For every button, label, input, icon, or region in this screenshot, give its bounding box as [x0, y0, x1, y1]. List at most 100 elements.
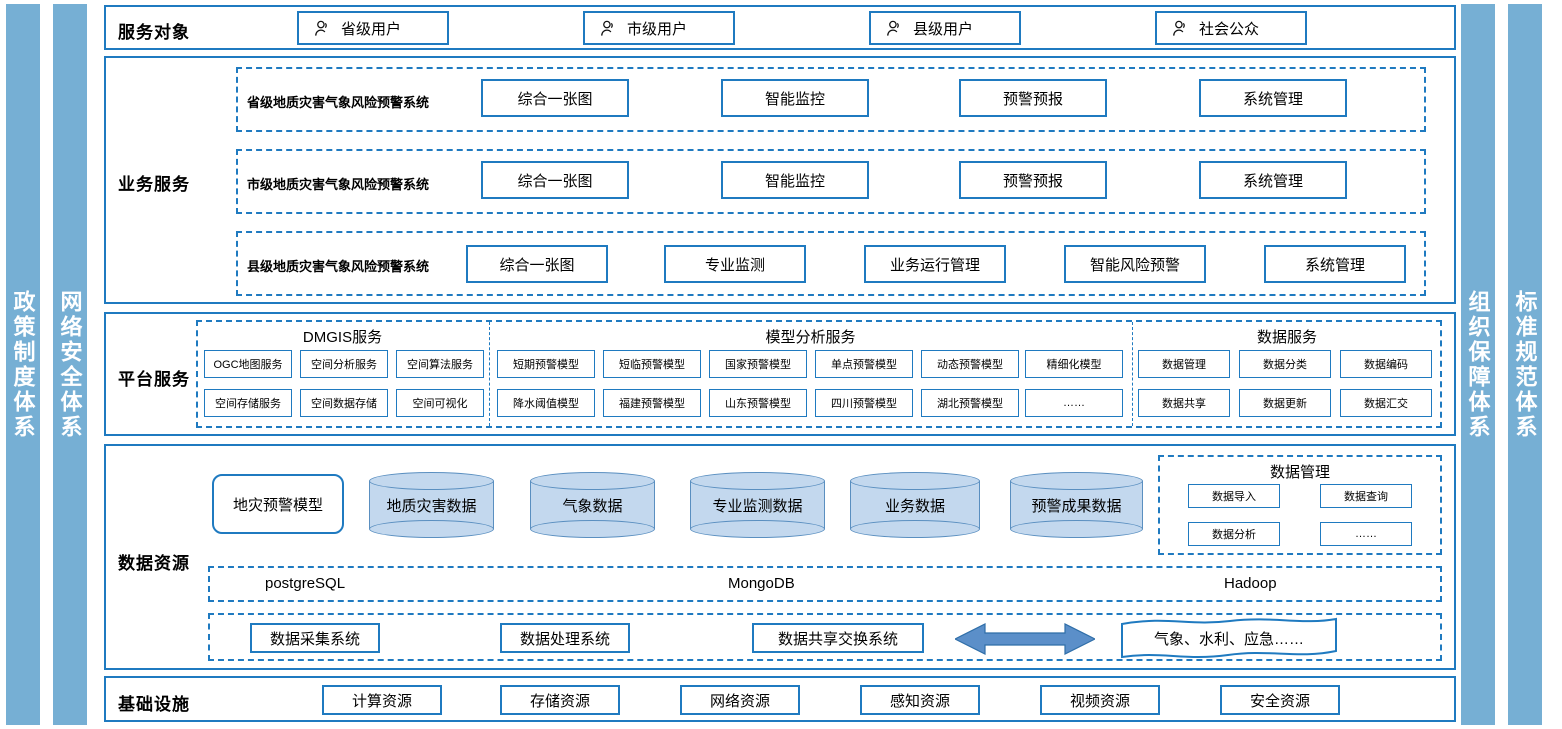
platform-item-data-2[interactable]: 数据分类	[1239, 350, 1331, 378]
platform-item-model-11[interactable]: 湖北预警模型	[921, 389, 1019, 417]
data-management-item-3[interactable]: 数据分析	[1188, 522, 1280, 546]
cylinder-bottom	[850, 520, 980, 538]
pipeline-system-processing[interactable]: 数据处理系统	[500, 623, 630, 653]
cylinder-label: 专业监测数据	[712, 497, 803, 515]
platform-item-model-4[interactable]: 单点预警模型	[815, 350, 913, 378]
cylinder-bottom	[1010, 520, 1143, 538]
section-label-infrastructure: 基础设施	[118, 695, 190, 714]
section-label-service-targets: 服务对象	[118, 23, 190, 42]
business-module-city-1[interactable]: 综合一张图	[481, 161, 629, 199]
platform-item-model-3[interactable]: 国家预警模型	[709, 350, 807, 378]
user-icon	[601, 20, 613, 36]
platform-item-model-6[interactable]: 精细化模型	[1025, 350, 1123, 378]
platform-item-dmgis-1[interactable]: OGC地图服务	[204, 350, 292, 378]
platform-item-model-5[interactable]: 动态预警模型	[921, 350, 1019, 378]
infrastructure-item-sensing[interactable]: 感知资源	[860, 685, 980, 715]
side-band-label: 政策制度体系	[10, 289, 36, 440]
platform-item-dmgis-5[interactable]: 空间数据存储	[300, 389, 388, 417]
service-target-label: 县级用户	[913, 20, 974, 38]
business-row-county-system: 县级地质灾害气象风险预警系统	[247, 259, 430, 274]
business-module-county-2[interactable]: 专业监测	[664, 245, 806, 283]
database-postgresql[interactable]: postgreSQL	[265, 575, 346, 592]
business-module-province-2[interactable]: 智能监控	[721, 79, 869, 117]
data-management-title: 数据管理	[1269, 464, 1330, 481]
business-row-county-frame	[236, 231, 1426, 296]
infrastructure-item-video[interactable]: 视频资源	[1040, 685, 1160, 715]
platform-groups-frame	[196, 320, 1442, 428]
section-label-data-resources: 数据资源	[118, 554, 190, 573]
data-cylinder-business[interactable]: 业务数据	[850, 472, 980, 538]
platform-group-title-model: 模型分析服务	[765, 329, 856, 346]
platform-item-model-10[interactable]: 四川预警模型	[815, 389, 913, 417]
business-row-city-system: 市级地质灾害气象风险预警系统	[247, 177, 430, 192]
service-target-city[interactable]: 市级用户	[583, 11, 735, 45]
business-module-county-1[interactable]: 综合一张图	[466, 245, 608, 283]
service-target-province[interactable]: 省级用户	[297, 11, 449, 45]
business-module-province-4[interactable]: 系统管理	[1199, 79, 1347, 117]
cylinder-bottom	[369, 520, 494, 538]
business-module-county-3[interactable]: 业务运行管理	[864, 245, 1006, 283]
database-mongodb[interactable]: MongoDB	[728, 575, 795, 592]
platform-group-divider-1	[489, 322, 490, 426]
business-row-province-frame	[236, 67, 1426, 132]
cylinder-label: 预警成果数据	[1031, 497, 1122, 515]
infrastructure-item-compute[interactable]: 计算资源	[322, 685, 442, 715]
data-cylinder-meteorology[interactable]: 气象数据	[530, 472, 655, 538]
platform-item-dmgis-4[interactable]: 空间存储服务	[204, 389, 292, 417]
platform-item-model-1[interactable]: 短期预警模型	[497, 350, 595, 378]
platform-item-data-1[interactable]: 数据管理	[1138, 350, 1230, 378]
service-target-public[interactable]: 社会公众	[1155, 11, 1307, 45]
platform-item-model-2[interactable]: 短临预警模型	[603, 350, 701, 378]
cylinder-bottom	[690, 520, 825, 538]
pipeline-system-collection[interactable]: 数据采集系统	[250, 623, 380, 653]
data-cylinder-warning-result[interactable]: 预警成果数据	[1010, 472, 1143, 538]
platform-item-data-6[interactable]: 数据汇交	[1340, 389, 1432, 417]
data-management-item-1[interactable]: 数据导入	[1188, 484, 1280, 508]
side-band-standard-specification-system: 标准规范体系	[1508, 4, 1542, 725]
side-band-label: 组织保障体系	[1465, 289, 1491, 440]
business-module-county-4[interactable]: 智能风险预警	[1064, 245, 1206, 283]
platform-group-title-data: 数据服务	[1256, 329, 1317, 346]
user-icon	[315, 20, 327, 36]
side-band-policy-system: 政策制度体系	[6, 4, 40, 725]
service-target-label: 省级用户	[341, 20, 402, 38]
platform-item-dmgis-2[interactable]: 空间分析服务	[300, 350, 388, 378]
platform-item-data-3[interactable]: 数据编码	[1340, 350, 1432, 378]
side-band-network-security-system: 网络安全体系	[53, 4, 87, 725]
user-icon	[1173, 20, 1185, 36]
databases-frame	[208, 566, 1442, 602]
platform-item-model-9[interactable]: 山东预警模型	[709, 389, 807, 417]
business-module-county-5[interactable]: 系统管理	[1264, 245, 1406, 283]
business-module-province-1[interactable]: 综合一张图	[481, 79, 629, 117]
data-model-box[interactable]: 地灾预警模型	[212, 474, 344, 534]
platform-item-dmgis-3[interactable]: 空间算法服务	[396, 350, 484, 378]
business-module-province-3[interactable]: 预警预报	[959, 79, 1107, 117]
cylinder-label: 地质灾害数据	[386, 497, 477, 515]
service-target-county[interactable]: 县级用户	[869, 11, 1021, 45]
data-cylinder-geohazard[interactable]: 地质灾害数据	[369, 472, 494, 538]
platform-item-data-5[interactable]: 数据更新	[1239, 389, 1331, 417]
user-icon	[887, 20, 899, 36]
data-management-item-2[interactable]: 数据查询	[1320, 484, 1412, 508]
data-cylinder-professional-monitoring[interactable]: 专业监测数据	[690, 472, 825, 538]
infrastructure-item-security[interactable]: 安全资源	[1220, 685, 1340, 715]
data-management-item-4[interactable]: ……	[1320, 522, 1412, 546]
external-departments-doc[interactable]: 气象、水利、应急……	[1118, 616, 1340, 660]
platform-item-data-4[interactable]: 数据共享	[1138, 389, 1230, 417]
platform-group-title-dmgis: DMGIS服务	[302, 329, 383, 346]
platform-item-model-8[interactable]: 福建预警模型	[603, 389, 701, 417]
business-module-city-4[interactable]: 系统管理	[1199, 161, 1347, 199]
business-module-city-2[interactable]: 智能监控	[721, 161, 869, 199]
cylinder-top	[690, 472, 825, 490]
pipeline-system-sharing-exchange[interactable]: 数据共享交换系统	[752, 623, 924, 653]
infrastructure-item-storage[interactable]: 存储资源	[500, 685, 620, 715]
infrastructure-item-network[interactable]: 网络资源	[680, 685, 800, 715]
database-hadoop[interactable]: Hadoop	[1224, 575, 1277, 592]
section-label-platform-services: 平台服务	[118, 370, 190, 389]
business-module-city-3[interactable]: 预警预报	[959, 161, 1107, 199]
platform-item-model-7[interactable]: 降水阈值模型	[497, 389, 595, 417]
platform-item-dmgis-6[interactable]: 空间可视化	[396, 389, 484, 417]
platform-item-model-12[interactable]: ……	[1025, 389, 1123, 417]
data-pipeline-frame	[208, 613, 1442, 661]
